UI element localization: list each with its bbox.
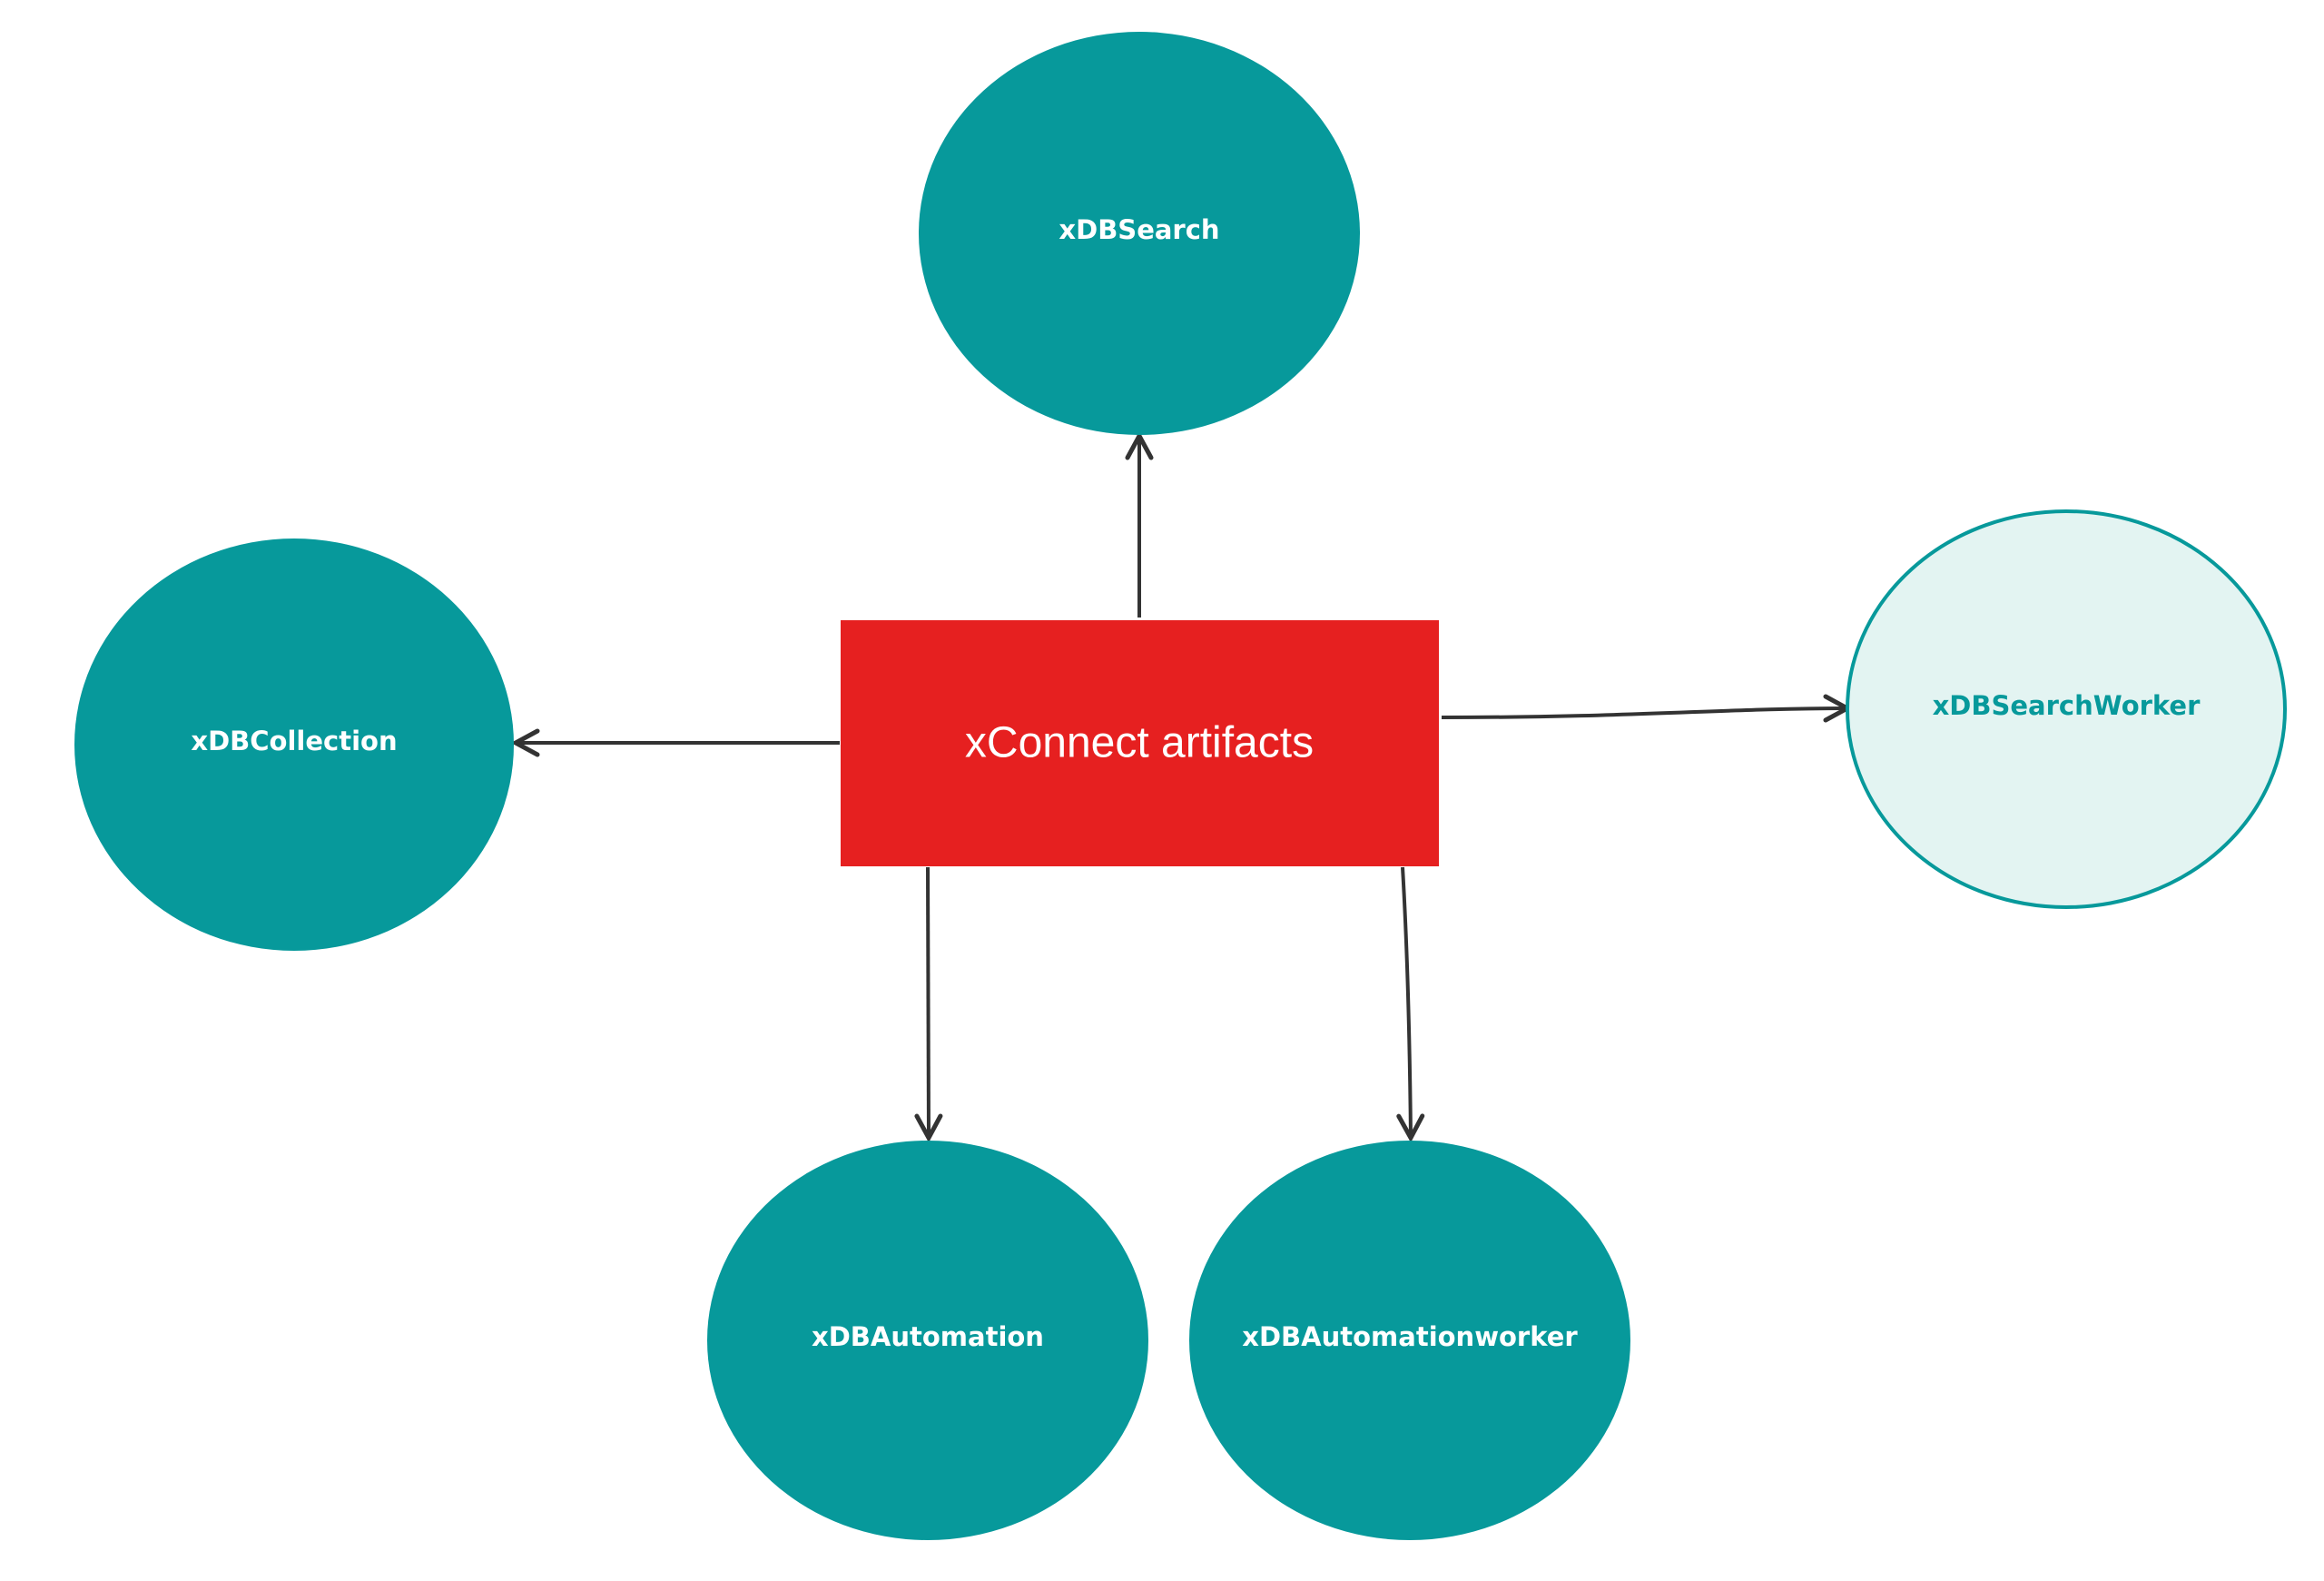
node-xdbsearch-label: xDBSearch (1059, 214, 1219, 245)
node-xdbsearch-shape (919, 32, 1360, 435)
node-xdbautomationworker[interactable]: xDBAutomationworker (1189, 1141, 1630, 1540)
center-node-label: xConnect artifacts (965, 719, 1314, 767)
edge-to-xdbautomationworker (1396, 866, 1425, 1143)
node-xdbsearchworker-shape (1846, 509, 2287, 909)
node-xdbautomation-label: xDBAutomation (812, 1321, 1044, 1352)
node-xdbautomationworker-label: xDBAutomationworker (1242, 1321, 1578, 1352)
node-xdbcollection-shape (74, 539, 514, 951)
node-xdbcollection[interactable]: xDBCollection (74, 539, 514, 951)
node-xdbsearchworker[interactable]: xDBSearchWorker (1846, 509, 2287, 909)
edge-to-xdbsearchworker (1441, 694, 1853, 723)
center-node-box (841, 620, 1439, 866)
node-xdbsearchworker-label: xDBSearchWorker (1933, 690, 2201, 721)
node-xdbautomation-shape (707, 1141, 1148, 1540)
center-node[interactable]: xConnect artifacts (841, 620, 1439, 866)
node-xdbcollection-label: xDBCollection (191, 726, 397, 756)
edge-to-xdbautomation (914, 866, 943, 1143)
node-xdbautomation[interactable]: xDBAutomation (707, 1141, 1148, 1540)
node-xdbautomationworker-shape (1189, 1141, 1630, 1540)
node-xdbsearch[interactable]: xDBSearch (919, 32, 1360, 435)
